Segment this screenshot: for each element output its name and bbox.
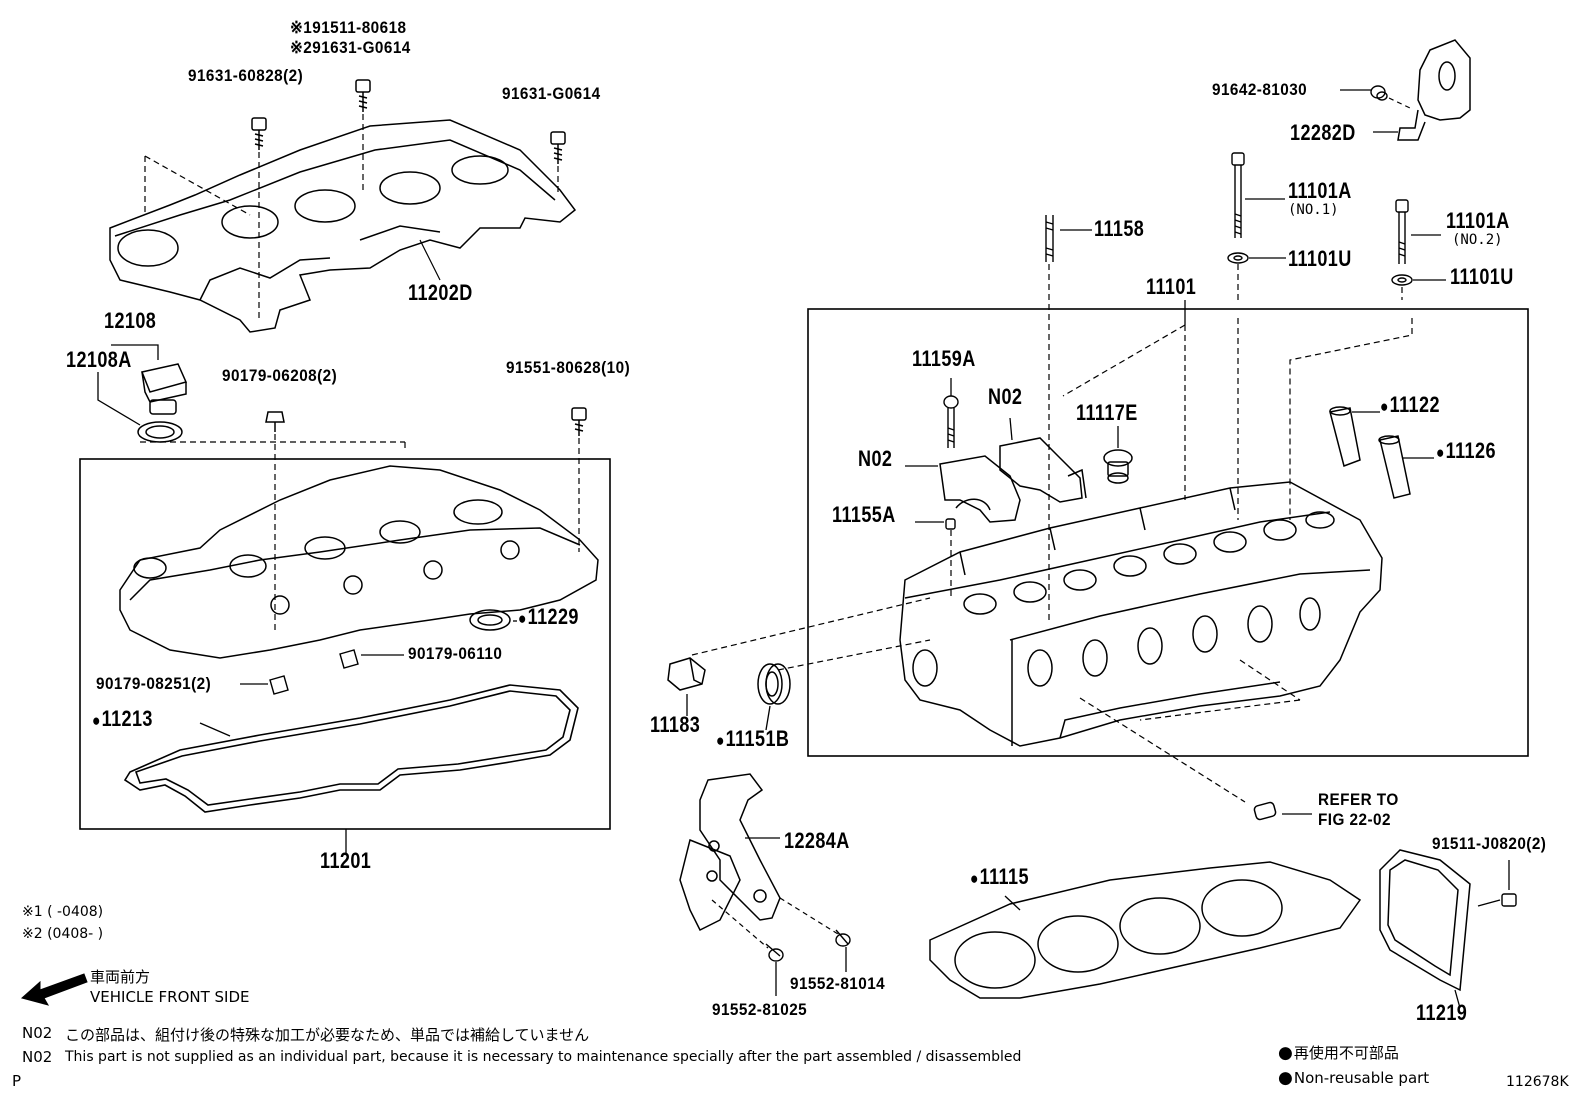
n02-note-en: This part is not supplied as an individu… xyxy=(65,1049,1022,1065)
bolt-11159A xyxy=(943,395,959,448)
washer-11101U-1 xyxy=(1227,252,1249,264)
label-11101A-no1-sub: (NO.1) xyxy=(1288,202,1339,218)
bearing-cap-N02-upper xyxy=(999,437,1087,503)
label-11155A: 11155A xyxy=(832,502,896,527)
serial-range-2: ※2 (0408- ) xyxy=(22,926,104,942)
page-marker: P xyxy=(12,1072,22,1090)
nut-90179-06110 xyxy=(339,649,359,669)
cover-group-frame xyxy=(79,458,611,830)
label-11101A-no1: 11101A xyxy=(1288,178,1352,203)
bearing-cap-N02-lower xyxy=(939,455,1021,523)
label-N02-a: N02 xyxy=(988,384,1023,409)
bolt-91552-81014 xyxy=(835,929,851,947)
bolt-91642-81030 xyxy=(1370,85,1388,101)
bracket-12282D xyxy=(1397,39,1471,141)
label-91552-81025: 91552-81025 xyxy=(712,1000,808,1019)
valve-cover-11201 xyxy=(119,465,599,659)
cover-11219 xyxy=(1379,849,1471,992)
label-91631-G0614: 91631-G0614 xyxy=(502,84,601,103)
oil-seal-11151B xyxy=(757,663,791,705)
label-11101A-no2: 11101A xyxy=(1446,208,1510,233)
label-11101: 11101 xyxy=(1146,274,1197,299)
cylinder-head-11101 xyxy=(899,481,1383,747)
label-12108: 12108 xyxy=(104,308,157,333)
head-dashes xyxy=(1048,264,1413,620)
label-11201: 11201 xyxy=(320,848,372,873)
serial-range-1: ※1 ( -0408) xyxy=(22,904,104,920)
plug-seal-11229 xyxy=(469,609,511,631)
pin-11155A xyxy=(945,518,956,530)
figure-code: 112678K xyxy=(1506,1074,1569,1090)
side-dashes xyxy=(691,530,1301,803)
engine-hanger-12284A xyxy=(679,773,781,932)
head-bolt-11101A-no1 xyxy=(1231,152,1245,238)
label-11219: 11219 xyxy=(1416,1000,1468,1025)
label-91631-60828: 91631-60828(2) xyxy=(188,66,304,85)
label-11101A-no2-sub: (NO.2) xyxy=(1452,232,1503,248)
bolt-91552-81025 xyxy=(765,943,784,962)
plug-11117E xyxy=(1103,449,1133,484)
washer-11101U-2 xyxy=(1391,274,1413,286)
head-bolt-11101A-no2 xyxy=(1395,199,1409,264)
label-alt-part-2: ※291631-G0614 xyxy=(290,38,411,57)
label-12284A: 12284A xyxy=(784,828,850,853)
legend-non-reusable-jp: 再使用不可部品 xyxy=(1278,1042,1399,1063)
top-leaders xyxy=(1060,198,1446,281)
engine-cover-11202D xyxy=(109,119,577,333)
label-11126: 11126 xyxy=(1436,438,1496,464)
label-91552-81014: 91552-81014 xyxy=(790,974,886,993)
label-11183: 11183 xyxy=(650,712,701,737)
label-alt-part-1: ※191511-80618 xyxy=(290,18,407,37)
cover-leader-dashes xyxy=(144,114,559,322)
n02-note-en-code: N02 xyxy=(22,1048,53,1066)
label-11158: 11158 xyxy=(1094,216,1145,241)
valve-cover-dashes xyxy=(140,434,580,634)
vehicle-front-jp: 車両前方 xyxy=(90,968,151,986)
label-91511-J0820: 91511-J0820(2) xyxy=(1432,834,1547,853)
label-11115: 11115 xyxy=(970,864,1029,890)
label-11213: 11213 xyxy=(92,706,153,732)
n02-note-jp-code: N02 xyxy=(22,1024,53,1042)
label-12108A: 12108A xyxy=(66,347,132,372)
bolt-91511-80618 xyxy=(355,79,371,112)
label-11117E: 11117E xyxy=(1076,400,1138,425)
bolt-91631-60828 xyxy=(251,117,267,150)
label-N02-b: N02 xyxy=(858,446,893,471)
nut-90179-08251 xyxy=(269,675,289,695)
label-12282D: 12282D xyxy=(1290,120,1356,145)
label-90179-06208: 90179-06208(2) xyxy=(222,366,338,385)
label-refer-to: REFER TO xyxy=(1318,790,1399,809)
bolt-91511-J0820 xyxy=(1477,893,1517,907)
n02-note-jp: この部品は、組付け後の特殊な加工が必要なため、単品では補給していません xyxy=(65,1026,590,1044)
legend-non-reusable-en: Non-reusable part xyxy=(1278,1068,1429,1088)
label-11202D: 11202D xyxy=(408,280,473,305)
label-11229: 11229 xyxy=(518,604,579,630)
label-91642-81030: 91642-81030 xyxy=(1212,80,1308,99)
label-11159A: 11159A xyxy=(912,346,976,371)
valve-cover-gasket-11213 xyxy=(123,684,579,813)
valve-guide-11122 xyxy=(1329,406,1361,467)
label-90179-08251: 90179-08251(2) xyxy=(96,674,212,693)
bolt-91551-80628 xyxy=(571,407,587,436)
head-gasket-11115 xyxy=(929,861,1362,999)
label-11101U-1: 11101U xyxy=(1288,246,1352,271)
label-11151B: 11151B xyxy=(716,726,789,752)
plug-11183 xyxy=(667,657,706,691)
bolt-90179-06208 xyxy=(265,411,285,432)
dowel-pin xyxy=(1253,801,1277,821)
label-11122: 11122 xyxy=(1380,392,1440,418)
front-arrow xyxy=(20,973,88,1006)
label-90179-06110: 90179-06110 xyxy=(408,644,503,663)
stud-11158 xyxy=(1045,215,1054,262)
oil-filler-cap-12108 xyxy=(137,363,188,443)
head-group-frame xyxy=(807,308,1529,757)
label-11101U-2: 11101U xyxy=(1450,264,1514,289)
bolt-91631-G0614 xyxy=(550,131,566,164)
vehicle-front-en: VEHICLE FRONT SIDE xyxy=(90,988,250,1006)
valve-guide-11126 xyxy=(1378,435,1411,499)
label-91551-80628: 91551-80628(10) xyxy=(506,358,631,377)
label-refer-fig: FIG 22-02 xyxy=(1318,810,1391,829)
